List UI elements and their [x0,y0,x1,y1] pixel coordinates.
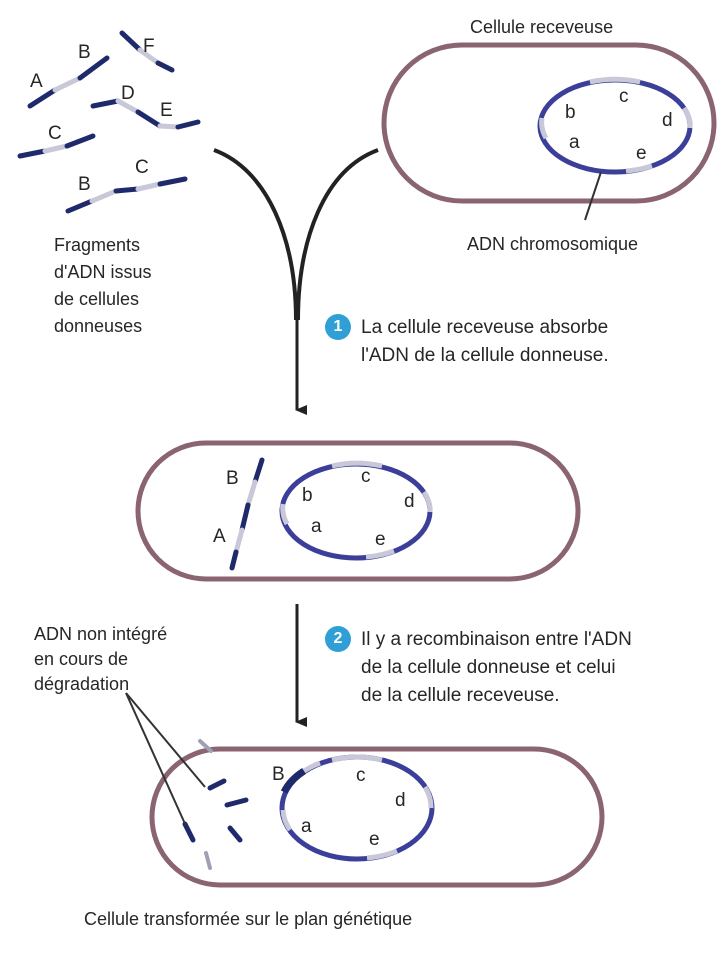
chromosome-middle-letter-d: d [404,491,415,512]
step-1-badge: 1 [325,314,351,340]
fragment-c [17,133,96,159]
fragment-de [90,98,201,130]
transformed-cell [149,746,605,888]
absorbed-letter-a: A [213,526,226,547]
chromosome-pointer-line [584,171,602,221]
chromosome-bottom-letter-d: d [395,790,406,811]
step-1-text: La cellule receveuse absorbe l'ADN de la… [361,314,609,370]
non-integrated-line-2: en cours de [34,649,129,669]
fragment-ab [27,55,110,109]
chromosome-middle-letter-c: c [361,466,371,487]
fragment-letter-b: B [78,42,91,63]
step-2: 2 Il y a recombinaison entre l'ADN de la… [325,626,632,710]
merge-curve-right [296,148,379,321]
chromosome-bottom-letter-a: a [301,816,312,837]
absorbed-letter-b: B [226,468,239,489]
chromosome-bottom-letter-c: c [356,765,366,786]
donor-caption-line-4: donneuses [54,316,143,336]
chromosome-top-letter-b: b [565,102,576,123]
chromosome-top-letter-a: a [569,132,580,153]
fragment-letter-b2: B [78,174,91,195]
recipient-cell-title: Cellule receveuse [470,17,614,37]
step-2-text: Il y a recombinaison entre l'ADN de la c… [361,626,632,710]
pointer-lines [125,692,206,827]
chromosome-top-letter-d: d [662,110,673,131]
step-2-line-2: de la cellule donneuse et celui [361,657,616,678]
non-integrated-line-1: ADN non intégré [34,624,168,644]
donor-caption-line-3: de cellules [54,289,140,309]
chromosome-middle-letter-b: b [302,485,313,506]
fragment-f [119,30,175,73]
absorbed-fragment [229,457,265,571]
chromosome-bottom-letter-b: B [272,764,285,785]
fragment-letter-c2: C [135,157,149,178]
non-integrated-dna-caption: ADN non intégré en cours de dégradation [34,622,167,697]
step-1-line-1: La cellule receveuse absorbe [361,317,609,338]
fragment-letter-a: A [30,71,43,92]
middle-chromosome [279,460,433,561]
step-1-line-2: l'ADN de la cellule donneuse. [361,345,609,366]
fragment-letter-e: E [160,100,173,121]
transformed-cell-caption: Cellule transformée sur le plan génétiqu… [84,909,413,929]
non-integrated-line-3: dégradation [34,674,130,694]
degrading-dna-fragments [182,739,249,870]
fragment-letter-f: F [143,36,155,57]
merge-curve-left [213,148,298,321]
step-1: 1 La cellule receveuse absorbe l'ADN de … [325,314,609,370]
donor-caption-line-1: Fragments [54,235,141,255]
absorbing-cell [135,440,581,582]
chromosome-middle-letter-a: a [311,516,322,537]
chromosome-top-letter-c: c [619,86,629,107]
recipient-cell [381,42,717,204]
fragment-letter-c: C [48,123,62,144]
donor-fragments [17,30,201,214]
step-2-line-3: de la cellule receveuse. [361,685,560,706]
step-2-badge: 2 [325,626,351,652]
donor-caption-line-2: d'ADN issus [54,262,152,282]
chromosome-top-letter-e: e [636,143,647,164]
chromosome-middle-letter-e: e [375,529,386,550]
step-2-line-1: Il y a recombinaison entre l'ADN [361,629,632,650]
donor-fragments-caption: Fragments d'ADN issus de cellules donneu… [54,232,151,340]
transformed-chromosome [279,754,435,862]
chromosome-bottom-letter-e: e [369,829,380,850]
fragment-bc [65,176,188,214]
fragment-letter-d: D [121,83,135,104]
chromosomal-dna-label: ADN chromosomique [467,234,639,254]
recipient-chromosome [537,76,693,175]
